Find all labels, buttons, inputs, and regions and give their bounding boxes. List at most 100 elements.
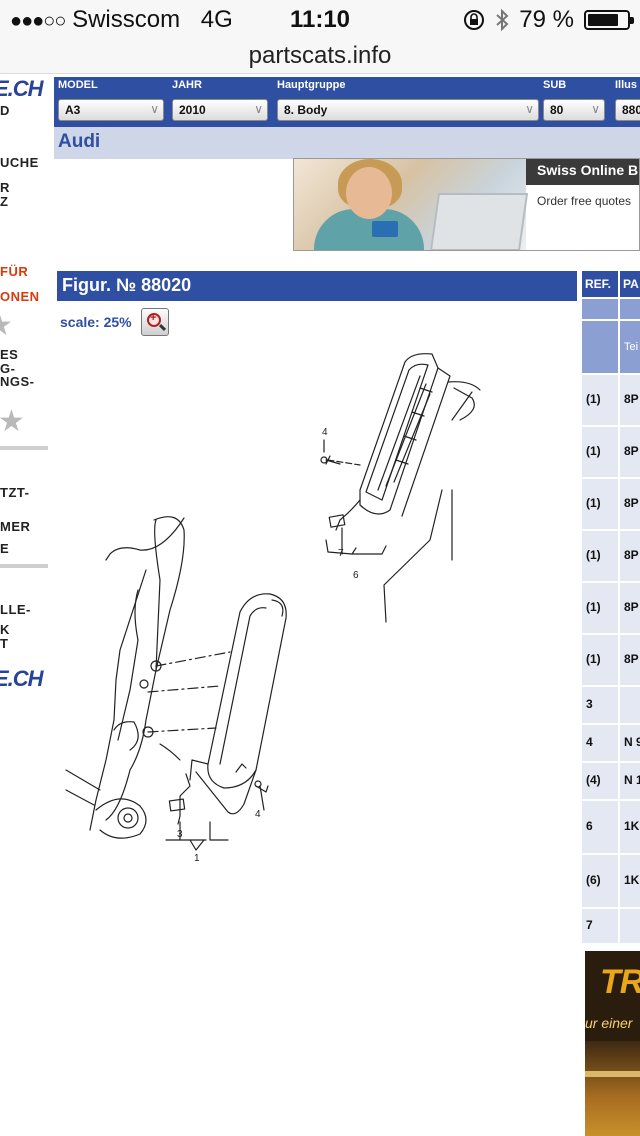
sidebar-link[interactable]: R [0, 180, 10, 195]
battery-percent: 79 % [519, 6, 574, 33]
illus-label: Illus [615, 79, 638, 91]
sidebar-link[interactable]: UCHE [0, 155, 39, 170]
sidebar-link[interactable]: TZT- [0, 485, 30, 500]
ref-column-header: REF. [582, 271, 618, 297]
part-cell: 8P [620, 531, 640, 581]
figure-title-bar: Figur. № 88020 [57, 271, 577, 301]
seat-frame [65, 516, 185, 839]
ref-cell: 4 [582, 725, 618, 761]
ref-cell: (1) [582, 479, 618, 529]
upper-airbag-module [320, 353, 481, 623]
chevron-down-icon: ∨ [254, 102, 263, 116]
bluetooth-icon [496, 8, 509, 32]
illus-select[interactable]: 880 [615, 99, 640, 121]
brand-bar: Audi [54, 127, 640, 159]
sub-label: SUB [543, 79, 567, 91]
group-select[interactable]: 8. Body∨ [277, 99, 539, 121]
table-row[interactable]: 3 [582, 687, 640, 723]
table-row[interactable]: (1)8P [582, 635, 640, 685]
ref-cell: (1) [582, 635, 618, 685]
chevron-down-icon: ∨ [591, 102, 600, 116]
ref-cell: (1) [582, 375, 618, 425]
table-row[interactable]: (1)8P [582, 427, 640, 477]
table-row[interactable]: (4)N 1 [582, 763, 640, 799]
chevron-down-icon: ∨ [525, 102, 534, 116]
table-row[interactable]: (1)8P [582, 531, 640, 581]
sidebar-link[interactable]: MER [0, 519, 31, 534]
sidebar-link[interactable]: E [0, 541, 10, 556]
part-cell: 8P [620, 479, 640, 529]
part-cell: 8P [620, 375, 640, 425]
ref-cell: (4) [582, 763, 618, 799]
part-cell [620, 687, 640, 723]
sidebar-text: G- [0, 361, 16, 376]
ad-subtitle: Order free quotes [537, 194, 632, 208]
sidebar: E.CH D UCHE R Z FÜR ONEN ★ ES G- NGS- ★ … [0, 74, 48, 714]
table-row[interactable]: (1)8P [582, 583, 640, 633]
sub-select[interactable]: 80∨ [543, 99, 605, 121]
selector-bar: MODEL A3∨ JAHR 2010∨ Hauptgruppe 8. Body… [54, 77, 640, 127]
model-label: MODEL [58, 79, 98, 91]
callout-label: 7 [338, 548, 344, 559]
part-cell: 8P [620, 635, 640, 685]
model-select[interactable]: A3∨ [58, 99, 164, 121]
callout-label: 1 [194, 853, 200, 864]
ref-cell: (6) [582, 855, 618, 907]
figure-title: Figur. № 88020 [62, 275, 192, 295]
battery-icon [584, 10, 634, 30]
ref-cell: 7 [582, 909, 618, 943]
star-icon: ★ [0, 405, 25, 438]
ref-cell: (1) [582, 583, 618, 633]
chevron-down-icon: ∨ [150, 102, 159, 116]
sidebar-logo[interactable]: E.CH [0, 76, 44, 101]
table-row[interactable]: 7 [582, 909, 640, 943]
ref-cell: 6 [582, 801, 618, 853]
sidebar-link[interactable]: K [0, 622, 10, 637]
parts-diagram: 4 7 6 3 1 4 [65, 353, 481, 864]
sidebar-text: NGS- [0, 374, 35, 389]
table-row[interactable]: (1)8P [582, 479, 640, 529]
url-bar[interactable]: partscats.info [0, 40, 640, 74]
table-row[interactable]: (6)1K [582, 855, 640, 907]
group-label: Hauptgruppe [277, 79, 346, 91]
sidebar-text[interactable]: ONEN [0, 289, 40, 304]
ref-cell: (1) [582, 427, 618, 477]
part-column-header: PA [620, 271, 640, 297]
sidebar-link[interactable]: Z [0, 194, 9, 209]
sidebar-link[interactable]: LLE- [0, 602, 31, 617]
callout-label: 6 [353, 570, 359, 581]
part-cell: 8P [620, 427, 640, 477]
sidebar-text: ES [0, 347, 19, 362]
carrier: ●●●○○ Swisscom 4G [10, 6, 233, 34]
year-label: JAHR [172, 79, 202, 91]
carrier-name: Swisscom [72, 6, 181, 33]
signal-icon: ●●●○○ [10, 10, 66, 32]
ad-photo [294, 159, 529, 250]
year-select[interactable]: 2010∨ [172, 99, 268, 121]
part-cell: 1K [620, 801, 640, 853]
part-cell: N 1 [620, 763, 640, 799]
zoom-in-button[interactable]: + [141, 308, 169, 336]
sidebar-logo[interactable]: E.CH [0, 666, 44, 691]
zoom-icon [147, 313, 161, 327]
brand-title[interactable]: Audi [58, 131, 101, 152]
ref-cell: (1) [582, 531, 618, 581]
scale-label: scale: 25% [60, 314, 132, 330]
sidebar-link[interactable]: T [0, 636, 9, 651]
ad-title: Swiss Online B [537, 162, 639, 178]
table-row[interactable]: (1)8P [582, 375, 640, 425]
part-cell: N 9 [620, 725, 640, 761]
part-cell [620, 909, 640, 943]
ad-banner[interactable]: Swiss Online B Order free quotes [293, 158, 640, 251]
part-cell: 1K [620, 855, 640, 907]
clock: 11:10 [289, 6, 351, 33]
url-text: partscats.info [248, 42, 392, 69]
callout-label: 4 [255, 809, 261, 820]
sidebar-text[interactable]: FÜR [0, 264, 29, 279]
callout-label: 4 [322, 427, 328, 438]
ad-bottom[interactable]: TRA ur einer [585, 951, 640, 1136]
star-icon: ★ [0, 308, 13, 343]
ad-bottom-tagline: ur einer [585, 1015, 633, 1031]
